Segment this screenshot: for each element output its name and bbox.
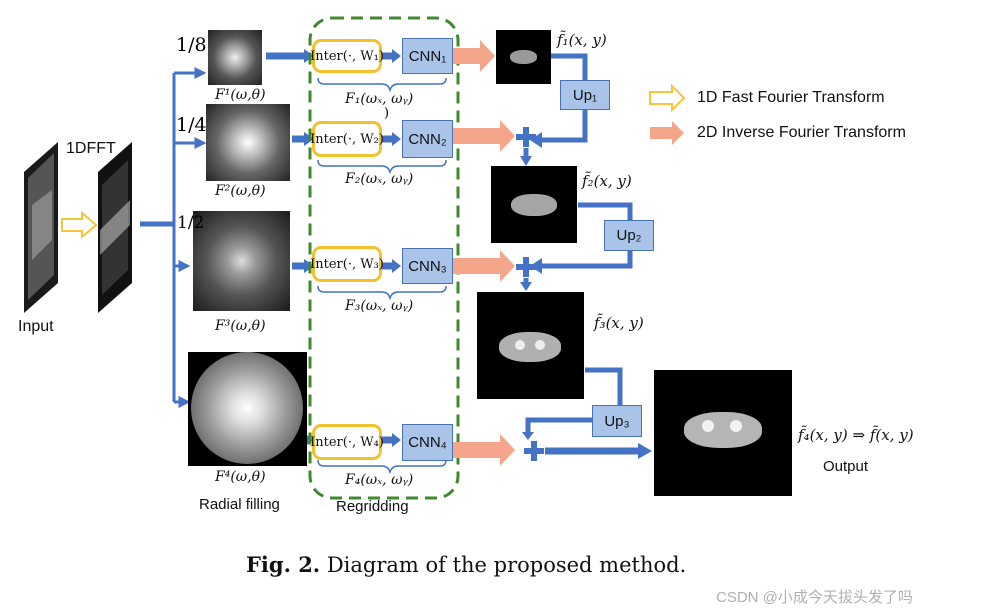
regrid-label-1: F₁(ωₓ, ωᵧ) <box>345 91 414 107</box>
radial-filling-label: Radial filling <box>199 496 280 513</box>
stray-paren: ) <box>384 106 390 121</box>
spectrum-label-1: F¹(ω,θ) <box>215 87 266 103</box>
legend-fft-label: 1D Fast Fourier Transform <box>697 89 885 106</box>
output-label-4: f̃₄(x, y) ⇒ f̃(x, y) <box>798 426 914 444</box>
recon-image-1 <box>496 30 551 84</box>
upsample-paths <box>525 53 633 436</box>
regrid-label-3: F₃(ωₓ, ωᵧ) <box>345 298 414 314</box>
inter-box-1: Inter(·, W₁) <box>310 39 384 73</box>
output-label-1: f̃₁(x, y) <box>557 31 607 49</box>
up-box-3: Up₃ <box>592 405 642 437</box>
fraction-3: 1/2 <box>177 213 205 233</box>
fft-arrow <box>61 210 98 240</box>
cnn-box-1: CNN₁ <box>402 38 453 74</box>
ifft-arrows <box>452 40 515 466</box>
legend-ifft-arrow <box>650 121 684 145</box>
legend-fft-arrow <box>649 83 686 113</box>
spectrum-image-2 <box>206 104 290 181</box>
up-box-1: Up₁ <box>560 80 610 110</box>
cnn-box-3: CNN₃ <box>402 248 453 284</box>
upsample-arrowheads <box>522 132 542 440</box>
fraction-1: 1/8 <box>176 34 207 56</box>
fft-label: 1DFFT <box>66 140 116 157</box>
inter-box-4: Inter(·, W₄) <box>310 424 384 460</box>
output-label-2: f̃₂(x, y) <box>582 172 632 190</box>
sum-nodes <box>516 127 544 461</box>
inter-box-3: Inter(·, W₃) <box>310 246 384 282</box>
cnn-box-4: CNN₄ <box>402 424 453 461</box>
spectrum-image-3 <box>193 211 290 311</box>
recon-image-4 <box>654 370 792 496</box>
output-label: Output <box>823 458 869 475</box>
fraction-2: 1/4 <box>176 114 207 136</box>
spectrum-label-2: F²(ω,θ) <box>215 183 266 199</box>
spectrum-image-1 <box>208 30 262 85</box>
regrid-braces <box>317 77 447 475</box>
legend-ifft-label: 2D Inverse Fourier Transform <box>697 124 906 141</box>
watermark: CSDN @小成今天拔头发了吗 <box>716 589 913 606</box>
spectrum-label-4: F⁴(ω,θ) <box>215 469 266 485</box>
spectrum-label-3: F³(ω,θ) <box>215 318 266 334</box>
recon-image-3 <box>477 292 584 399</box>
regrid-label-4: F₄(ωₓ, ωᵧ) <box>345 472 414 488</box>
output-label-3: f̃₃(x, y) <box>594 314 644 332</box>
input-stack <box>24 142 58 313</box>
caption-bold: Fig. 2. <box>246 552 321 577</box>
figure-caption: Fig. 2. Diagram of the proposed method. <box>246 552 686 577</box>
caption-text: Diagram of the proposed method. <box>326 553 687 577</box>
trunk-lines <box>140 67 207 408</box>
inter-box-2: Inter(·, W₂) <box>310 121 384 157</box>
fft-stack <box>98 142 132 313</box>
spectrum-image-4 <box>188 352 307 466</box>
recon-image-2 <box>491 166 577 243</box>
input-label: Input <box>18 318 54 335</box>
up-box-2: Up₂ <box>604 220 654 251</box>
sum-to-image-arrows <box>520 148 652 459</box>
cnn-box-2: CNN₂ <box>402 120 453 158</box>
regridding-label: Regridding <box>336 498 409 515</box>
regrid-label-2: F₂(ωₓ, ωᵧ) <box>345 171 414 187</box>
inter-to-cnn-arrows <box>380 49 401 447</box>
